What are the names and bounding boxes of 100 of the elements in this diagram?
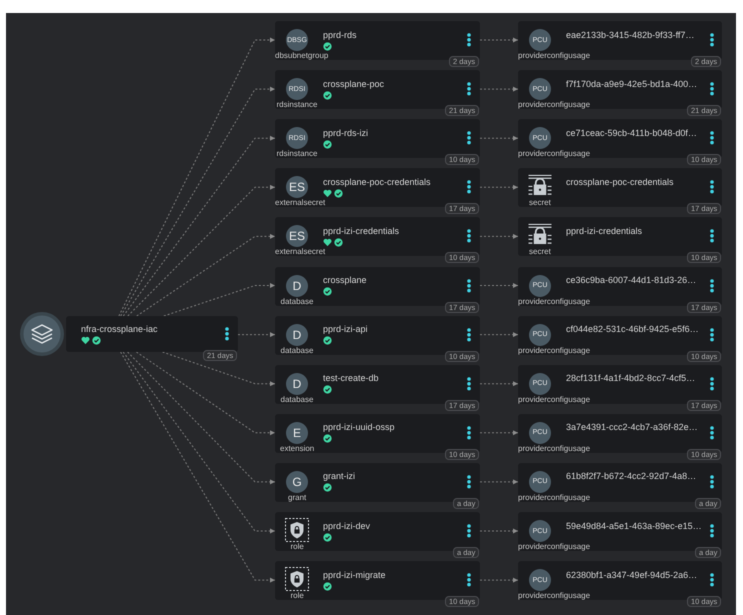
arrow <box>122 352 276 534</box>
arrow <box>127 184 276 316</box>
resource-name: 3a7e4391-ccc2-4cb7-a36f-82e… <box>566 422 698 434</box>
arrow <box>120 352 276 583</box>
resource-name: grant-izi <box>323 471 356 482</box>
resource-kind: providerconfigusage <box>518 100 590 110</box>
kind-badge: E <box>286 422 308 444</box>
arrow <box>120 86 276 316</box>
arrow <box>480 528 518 534</box>
resource-name: crossplane-poc <box>323 78 384 90</box>
resource-kind: rdsinstance <box>276 100 318 110</box>
resource-card <box>518 119 722 158</box>
resource-name: pprd-izi-credentials <box>323 226 400 237</box>
resource-kind: providerconfigusage <box>518 542 590 551</box>
resource-kind: grant <box>288 492 306 502</box>
arrow <box>480 479 518 484</box>
resource-kind: externalsecret <box>275 247 326 256</box>
arrow <box>480 38 518 42</box>
resource-kind: providerconfigusage <box>518 444 590 453</box>
resource-card <box>518 70 722 110</box>
arrow <box>127 352 276 484</box>
resource-name: ce36c9ba-6007-44d1-81d3-26… <box>566 275 696 286</box>
resource-kind: database <box>280 394 314 404</box>
resource-kind: rdsinstance <box>276 149 318 158</box>
arrow <box>480 86 518 92</box>
resource-name: pprd-rds-izi <box>323 128 368 139</box>
arrow <box>163 283 276 316</box>
kind-badge: ES <box>286 176 308 198</box>
resource-name: pprd-izi-dev <box>323 520 370 532</box>
resource-card <box>275 414 480 453</box>
resource-kind: providerconfigusage <box>518 591 590 600</box>
arrow <box>118 38 276 316</box>
kind-badge: D <box>286 324 308 346</box>
resource-name: 28cf131f-4a1f-4bd2-8cc7-4cf5… <box>566 373 696 384</box>
resource-card <box>518 561 722 600</box>
resource-name: 59e49d84-a5e1-463a-89ec-e15… <box>566 520 702 532</box>
resource-kind: role <box>290 591 304 600</box>
arrow <box>480 184 518 190</box>
resource-card <box>518 462 722 502</box>
arrow <box>136 234 276 316</box>
resource-kind: providerconfigusage <box>518 149 590 158</box>
resource-card <box>275 266 480 306</box>
resource-kind: role <box>290 542 304 551</box>
resource-card <box>518 168 722 208</box>
resource-card <box>275 217 480 256</box>
resource-card <box>275 364 480 404</box>
resource-name: pprd-izi-credentials <box>566 226 642 237</box>
resource-kind: providerconfigusage <box>518 492 590 502</box>
arrow <box>480 430 518 436</box>
resource-kind: providerconfigusage <box>518 51 590 60</box>
arrow <box>480 234 518 239</box>
resource-kind: database <box>280 346 314 355</box>
resource-name: pprd-izi-migrate <box>323 570 386 581</box>
resource-card <box>518 364 722 404</box>
arrow <box>122 136 276 316</box>
resource-card <box>275 168 480 208</box>
arrow <box>480 332 518 338</box>
arrow <box>480 578 518 583</box>
resource-name: f7f170da-a9e9-42e5-bd1a-400… <box>566 78 698 90</box>
arrow <box>238 332 276 338</box>
resource-name: 61b8f2f7-b672-4cc2-92d7-4a8… <box>566 471 696 482</box>
resource-card <box>518 217 722 256</box>
resource-kind: extension <box>280 444 314 453</box>
resource-kind: dbsubnetgroup <box>275 51 328 60</box>
resource-card <box>275 70 480 110</box>
arrow <box>480 136 518 141</box>
resource-kind: secret <box>529 198 551 208</box>
resource-card <box>275 512 480 551</box>
resource-name: 62380bf1-a347-49ef-94d5-2a6… <box>566 570 698 581</box>
resource-kind: secret <box>529 247 551 256</box>
resource-name: pprd-izi-api <box>323 324 368 336</box>
resource-name: test-create-db <box>323 373 379 384</box>
resource-name: eae2133b-3415-482b-9f33-ff7… <box>566 30 694 40</box>
resource-name: cf044e82-531c-46bf-9425-e5f6… <box>566 324 699 336</box>
resource-card <box>275 316 480 355</box>
kind-badge: D <box>286 274 308 296</box>
resource-kind: providerconfigusage <box>518 296 590 306</box>
arrow <box>480 283 518 288</box>
resource-card <box>518 21 722 60</box>
arrow <box>136 352 276 436</box>
arrow <box>162 352 276 386</box>
resource-card <box>518 316 722 355</box>
resource-card <box>275 21 480 60</box>
kind-badge: D <box>286 372 308 395</box>
resource-name: crossplane <box>323 275 367 286</box>
resource-name: nfra-crossplane-iac <box>81 324 158 334</box>
resource-name: ce71ceac-59cb-411b-b048-d0f… <box>566 128 697 139</box>
kind-badge: G <box>286 470 308 493</box>
application-card <box>66 316 238 352</box>
resource-card <box>518 512 722 551</box>
resource-kind: providerconfigusage <box>518 346 590 355</box>
resource-name: crossplane-poc-credentials <box>323 176 431 188</box>
kind-badge: ES <box>286 225 308 248</box>
resource-card <box>518 414 722 453</box>
resource-name: crossplane-poc-credentials <box>566 176 674 188</box>
resource-card <box>275 561 480 600</box>
resource-card <box>275 462 480 502</box>
resource-card <box>518 266 722 306</box>
resource-name: pprd-rds <box>323 30 357 40</box>
resource-kind: providerconfigusage <box>518 394 590 404</box>
